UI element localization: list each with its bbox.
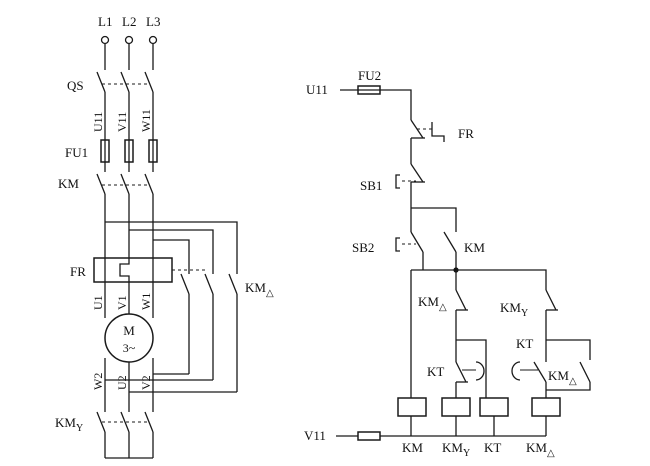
km-delta-label: KM△ xyxy=(245,280,274,299)
fr-nc-contact xyxy=(410,119,445,164)
km-main-contacts xyxy=(96,173,154,258)
km-y-nc-contact xyxy=(545,289,558,362)
terminal-l2 xyxy=(124,35,134,45)
terminal-l3 xyxy=(148,35,158,45)
fu1-fuses xyxy=(100,139,158,172)
kt-delay-nc-contact xyxy=(455,361,485,398)
phase-label-l3: L3 xyxy=(146,14,160,29)
km-hold-contact xyxy=(443,231,457,270)
motor-type: 3~ xyxy=(123,341,136,355)
bottom-fuse xyxy=(357,431,381,441)
qs-switch xyxy=(96,71,154,140)
label-w2: W2 xyxy=(91,373,105,390)
fr-thermal-relay xyxy=(93,257,206,283)
phase-label-l1: L1 xyxy=(98,14,112,29)
coil-label-km: KM xyxy=(402,440,423,455)
fr-power-label: FR xyxy=(70,264,86,279)
km-delta-contacts xyxy=(180,273,238,392)
coil-label-kt: KT xyxy=(484,440,501,455)
label-u11: U11 xyxy=(91,112,105,132)
motor-symbol: M 3~ xyxy=(104,313,154,363)
fu1-label: FU1 xyxy=(65,145,88,160)
fr-control-label: FR xyxy=(458,126,474,141)
coil-km xyxy=(397,397,427,436)
label-v1: V1 xyxy=(115,295,129,310)
terminal-l1 xyxy=(100,35,110,45)
label-u2: U2 xyxy=(115,375,129,390)
qs-label: QS xyxy=(67,78,84,93)
label-w11: W11 xyxy=(139,109,153,132)
coil-km-delta xyxy=(531,397,561,436)
coil-kt xyxy=(479,397,509,436)
label-w1: W1 xyxy=(139,293,153,310)
u11-supply-label: U11 xyxy=(306,82,328,97)
sb2-label: SB2 xyxy=(352,240,374,255)
km-delta-hold-label: KM△ xyxy=(548,368,577,387)
km-y-contacts xyxy=(96,411,154,459)
v11-supply-label: V11 xyxy=(304,428,326,443)
coil-label-km-delta: KM△ xyxy=(526,440,555,459)
coil-label-km-y: KMY xyxy=(442,440,470,459)
km-y-contact-label: KMY xyxy=(500,300,528,319)
km-hold-label: KM xyxy=(464,240,485,255)
coil-km-y xyxy=(441,397,471,436)
label-v2: V2 xyxy=(139,375,153,390)
motor-name: M xyxy=(123,323,135,338)
phase-label-l2: L2 xyxy=(122,14,136,29)
label-u1: U1 xyxy=(91,295,105,310)
km-delta-nc-contact xyxy=(455,289,468,362)
label-v11: V11 xyxy=(115,112,129,132)
sb1-stop-button xyxy=(395,163,425,208)
control-circuit: U11 FU2 FR SB1 SB2 xyxy=(304,68,591,459)
kt-left-label: KT xyxy=(427,364,444,379)
kt-right-label: KT xyxy=(516,336,533,351)
km-delta-no-contact xyxy=(546,361,591,391)
fu2-label: FU2 xyxy=(358,68,381,83)
km-y-label: KMY xyxy=(55,415,83,434)
sb1-label: SB1 xyxy=(360,178,382,193)
km-delta-contact-label: KM△ xyxy=(418,294,447,313)
km-main-label: KM xyxy=(58,176,79,191)
sb2-start-button xyxy=(395,231,456,271)
kt-delay-no-contact xyxy=(511,361,547,398)
power-circuit: L1 L2 L3 QS U11 V11 W11 FU1 KM xyxy=(55,14,274,459)
